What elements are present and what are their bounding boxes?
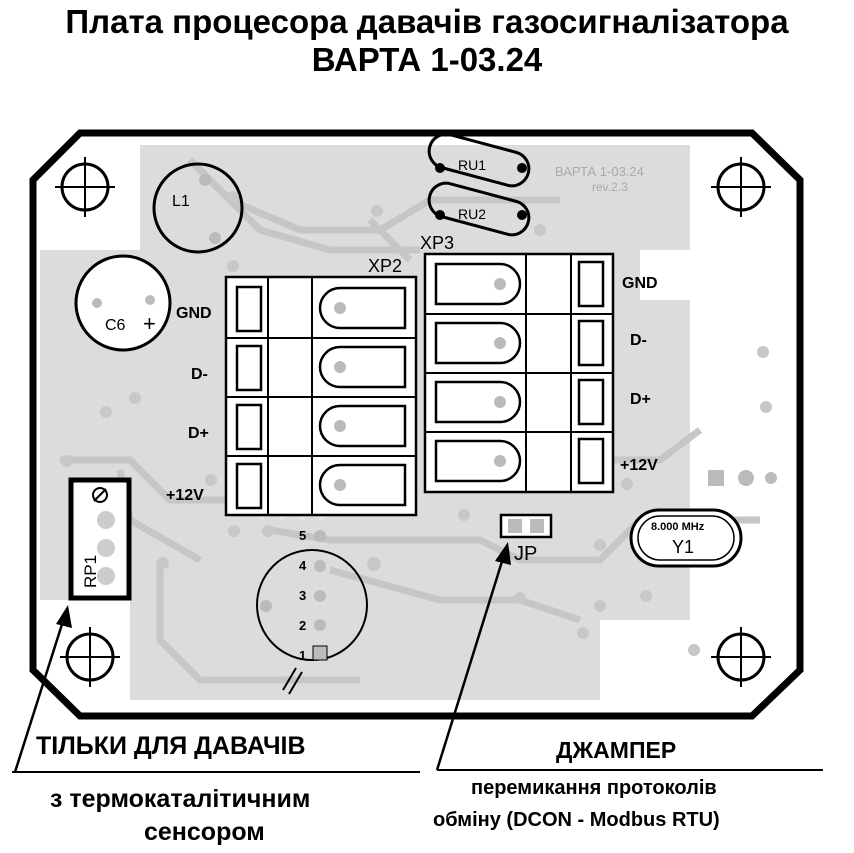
label-y1: Y1 [672,537,694,557]
vias [61,191,772,656]
caption-left-line3: сенсором [144,818,265,846]
label-c6: C6 [105,317,126,334]
board-marking: ВАРТА 1-03.24 [555,164,644,179]
mounting-hole-bottom-left [60,627,120,687]
label-ru2: RU2 [458,206,486,222]
caption-right-line2: перемикання протоколів [471,777,717,799]
sensor-pin-1: 1 [299,648,306,663]
sensor-pin-4: 4 [299,558,307,573]
sensor-socket: 5 4 3 2 1 [256,528,368,695]
arrow-to-rp1 [13,605,72,773]
connector-xp3: XP3 [420,233,615,494]
connector-xp2: XP2 [224,256,418,517]
resistor-ru2: RU2 [427,181,531,237]
mounting-hole-bottom-right [711,627,771,687]
xp2-pin-12v: +12V [166,487,204,504]
capacitor-c6: C6 + [74,254,172,352]
diagram-title-line1: Плата процесора давачів газосигналізатор… [65,3,789,40]
pad-square [708,470,777,486]
resistor-ru1: RU1 [427,132,531,188]
inductor-l1: L1 [152,162,244,254]
sensor-pin-3: 3 [299,588,306,603]
diagram-title-line2: ВАРТА 1-03.24 [311,41,543,78]
xp2-pin-gnd: GND [176,305,212,322]
label-l1: L1 [172,193,190,210]
xp3-pin-12v: +12V [620,457,658,474]
label-crystal-freq: 8.000 MHz [651,521,705,533]
caption-left-line2: з термокаталітичним [50,785,311,813]
label-c6-plus: + [143,311,156,336]
mounting-hole-top-right [711,157,771,217]
caption-right-line3: обміну (DCON - Modbus RTU) [433,809,720,831]
crystal-y1: 8.000 MHz Y1 [629,508,743,568]
caption-left-line1: ТІЛЬКИ ДЛЯ ДАВАЧІВ [36,732,306,760]
sensor-pin-5: 5 [299,528,306,543]
label-rp1: RP1 [81,555,100,588]
board-revision: rev.2.3 [592,180,628,194]
xp2-pin-d-plus: D+ [188,425,209,442]
caption-right-line1: ДЖАМПЕР [556,737,677,763]
label-xp2: XP2 [368,256,402,276]
label-ru1: RU1 [458,157,486,173]
mounting-hole-top-left [55,157,115,217]
sensor-pin-2: 2 [299,618,306,633]
jumper-jp: JP [499,513,553,565]
xp2-pin-d-minus: D- [191,366,208,383]
label-xp3: XP3 [420,233,454,253]
xp3-pin-d-minus: D- [630,332,647,349]
trimmer-rp1: RP1 [68,477,132,601]
xp3-pin-gnd: GND [622,275,658,292]
label-jp: JP [514,543,537,565]
xp3-pin-d-plus: D+ [630,391,651,408]
arrow-to-jp [435,542,511,771]
